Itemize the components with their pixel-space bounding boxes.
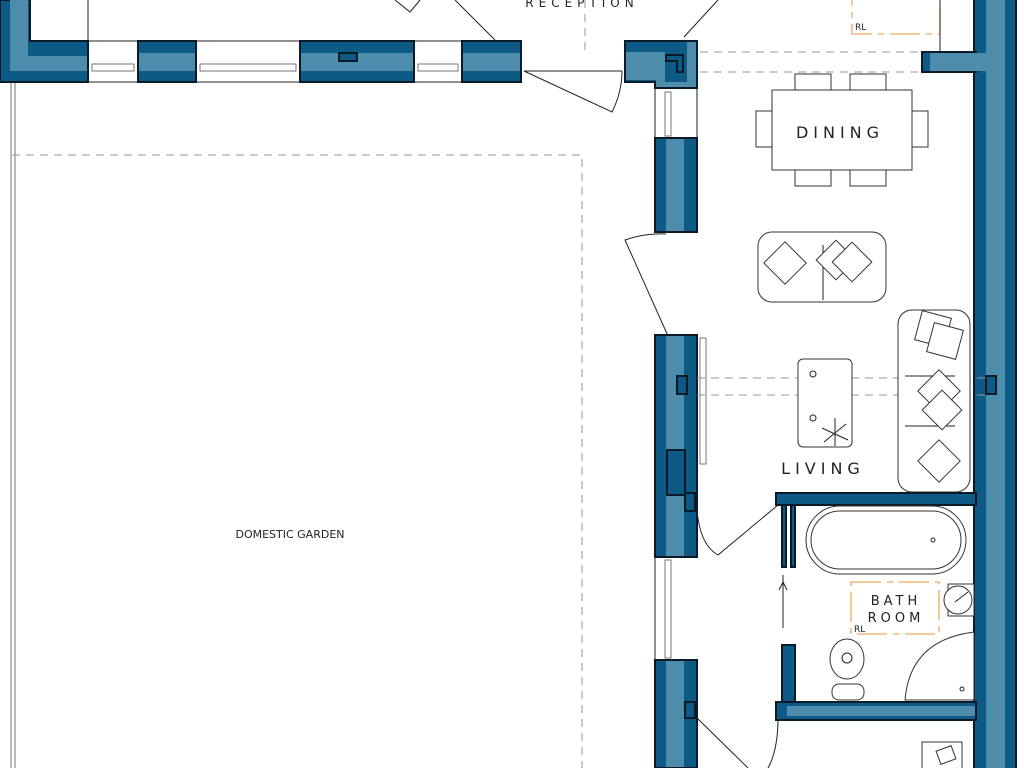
north-wall [0,0,623,113]
rl-marker-bath [850,581,940,635]
pier [299,40,415,83]
sofa-large [897,309,971,493]
bathtub [805,505,967,575]
domestic-garden: DOMESTIC GARDEN [10,82,583,768]
east-wall [921,0,1017,768]
bathroom-label-1: BATH [871,594,922,609]
coffee-table [797,358,853,448]
dining-table [771,89,913,171]
sofa-small [757,231,887,303]
reception-area: RECEPTION RL [87,0,941,52]
dining-label: DINING [796,123,884,142]
appliance [921,741,963,768]
washbasin [943,583,975,617]
shower [904,631,975,701]
garden-label: DOMESTIC GARDEN [235,528,344,541]
west-wall [624,40,779,768]
toilet [829,638,865,701]
rl-label-bath: RL [854,625,865,635]
dining-area: DINING [700,51,929,187]
bathroom-label-2: ROOM [868,611,925,626]
pier [137,40,197,83]
rl-label-top: RL [855,23,866,33]
reception-label: RECEPTION [525,0,638,10]
pier [461,40,522,83]
bathroom: BATH ROOM RL [775,492,977,768]
living-label: LIVING [781,459,865,478]
living-area: LIVING [697,231,990,493]
